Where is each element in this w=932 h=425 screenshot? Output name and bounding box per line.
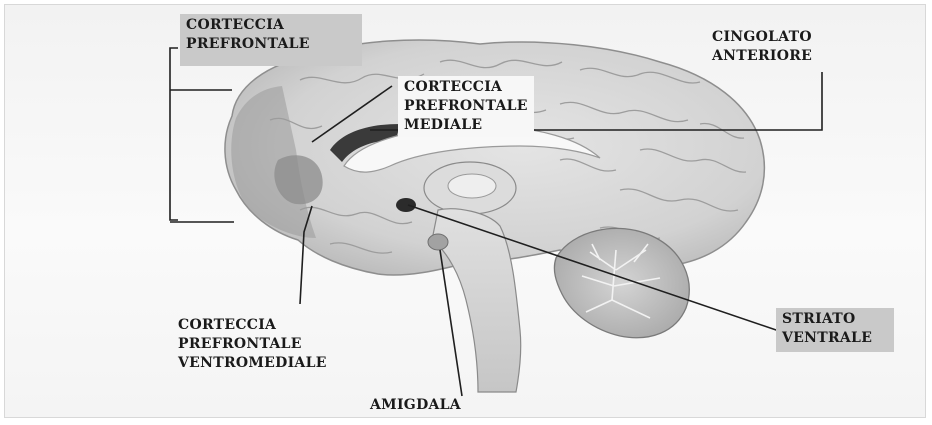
label-prefrontal-cortex: CORTECCIA PREFRONTALE (180, 14, 362, 66)
ventral-striatum-region (396, 198, 416, 212)
label-amygdala: AMIGDALA (370, 396, 461, 415)
amygdala-region (428, 234, 448, 250)
label-anterior-cingulate: CINGOLATO ANTERIORE (712, 28, 812, 66)
label-medial-prefrontal-cortex: CORTECCIA PREFRONTALE MEDIALE (398, 76, 534, 137)
label-ventromedial-prefrontal-cortex: CORTECCIA PREFRONTALE VENTROMEDIALE (178, 316, 327, 373)
label-ventral-striatum: STRIATO VENTRALE (776, 308, 894, 352)
prefrontal-bracket (170, 48, 234, 222)
